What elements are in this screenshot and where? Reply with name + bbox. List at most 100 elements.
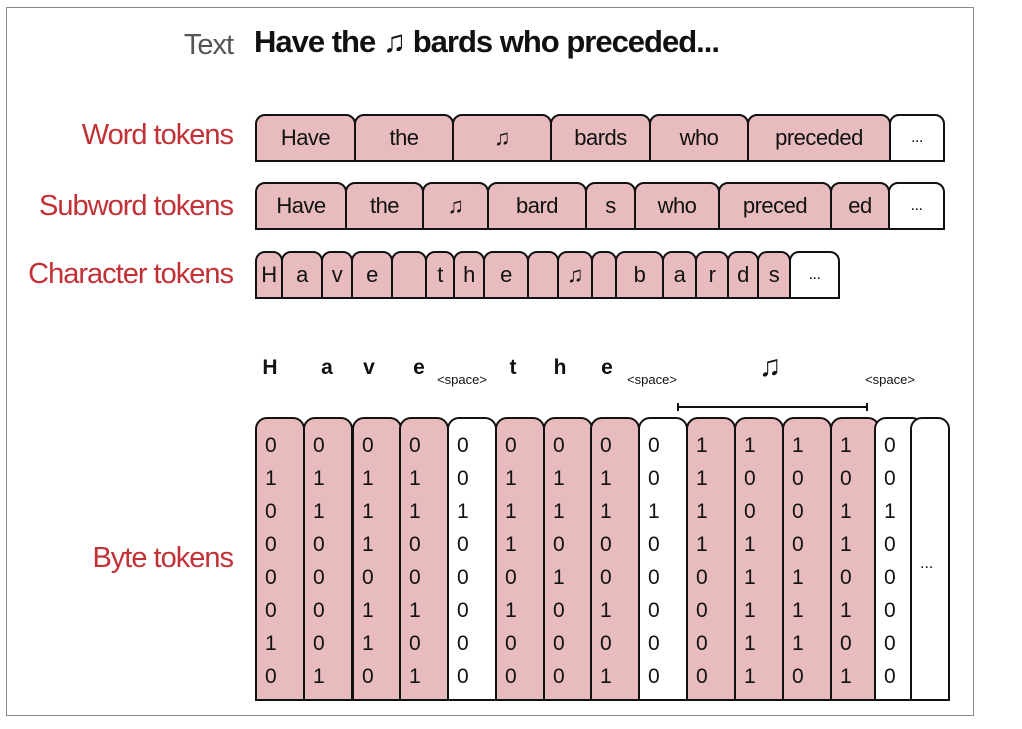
- character-token: e: [351, 251, 393, 299]
- byte-char-label: h: [553, 356, 567, 379]
- subword-token-text: ♫: [447, 193, 465, 218]
- character-token-text: a: [673, 262, 686, 287]
- word-token-text: preceded: [775, 125, 863, 150]
- byte-bits: 00100000: [648, 434, 660, 688]
- character-token: b: [615, 251, 664, 299]
- ellipsis-text: ...: [920, 555, 934, 572]
- byte-column: 01101000: [543, 417, 593, 701]
- byte-bits: 01101000: [553, 434, 565, 688]
- byte-bits: 00100000: [884, 434, 896, 688]
- character-token-text: e: [500, 262, 512, 287]
- subword-token: ♫: [422, 182, 489, 230]
- byte-bits: 10001110: [792, 434, 804, 688]
- byte-column: 01110110: [352, 417, 402, 701]
- character-token-text: b: [633, 262, 646, 287]
- character-token-text: a: [296, 262, 308, 287]
- byte-column: ...: [910, 417, 950, 701]
- word-token-text: Have: [280, 125, 331, 150]
- word-tokens-label: Word tokens: [81, 119, 234, 151]
- character-token-text: h: [463, 262, 475, 287]
- character-token: ...: [789, 251, 840, 299]
- byte-bits: 01100101: [600, 434, 612, 688]
- byte-column: 01100101: [399, 417, 449, 701]
- byte-bits: 01110100: [505, 434, 517, 688]
- byte-bits: 00100000: [457, 434, 469, 688]
- word-token-text: the: [389, 125, 419, 150]
- subword-token-text: who: [657, 193, 697, 218]
- byte-space-label: <space>: [865, 372, 915, 387]
- subword-token-text: preced: [742, 193, 808, 218]
- character-token: v: [321, 251, 353, 299]
- character-token: [527, 251, 559, 299]
- subword-token-text: the: [369, 193, 400, 218]
- byte-column: 01100101: [590, 417, 640, 701]
- byte-column: 11110000: [686, 417, 736, 701]
- subword-token: s: [585, 182, 636, 230]
- character-token-text: e: [366, 262, 378, 287]
- character-token: a: [662, 251, 697, 299]
- word-token: who: [649, 114, 749, 162]
- byte-column: 00100000: [638, 417, 688, 701]
- byte-bits: 10011111: [744, 434, 756, 688]
- byte-column: 01110100: [495, 417, 545, 701]
- word-token: ...: [889, 114, 945, 162]
- word-token: Have: [255, 114, 356, 162]
- byte-space-label: <space>: [437, 372, 487, 387]
- word-token: the: [354, 114, 454, 162]
- byte-tokens-label: Byte tokens: [92, 542, 234, 574]
- byte-column: 10011111: [734, 417, 784, 701]
- character-token: [391, 251, 427, 299]
- character-token-text: r: [708, 262, 716, 287]
- word-token-text: bards: [574, 125, 627, 150]
- source-sentence: Have the ♫ bards who preceded...: [254, 24, 720, 59]
- byte-column: 10110101: [830, 417, 880, 701]
- subword-tokens-label: Subword tokens: [39, 190, 234, 222]
- character-token-text: t: [437, 262, 443, 287]
- subword-token-text: Have: [276, 193, 326, 218]
- byte-bits: 01000010: [265, 434, 277, 688]
- subword-token: Have: [255, 182, 347, 230]
- character-tokens-label: Character tokens: [28, 258, 234, 290]
- byte-bits: 01100101: [409, 434, 421, 688]
- multibyte-bracket: [677, 403, 868, 411]
- subword-token: bard: [487, 182, 587, 230]
- byte-bits: 01110110: [362, 434, 374, 688]
- byte-bits: 11110000: [696, 434, 708, 688]
- byte-column: 01100001: [303, 417, 353, 701]
- byte-char-label: a: [321, 356, 333, 379]
- character-token: H: [255, 251, 283, 299]
- character-token-text: ♫: [567, 262, 584, 287]
- subword-token-text: bard: [515, 193, 559, 218]
- character-token-text: H: [261, 262, 277, 287]
- subword-token: who: [634, 182, 720, 230]
- byte-column: 00100000: [447, 417, 497, 701]
- character-token: s: [757, 251, 791, 299]
- character-token-text: ...: [808, 266, 821, 283]
- character-token: t: [425, 251, 455, 299]
- byte-char-label: H: [262, 356, 278, 379]
- byte-char-label: e: [601, 356, 613, 379]
- byte-column: 01000010: [255, 417, 305, 701]
- text-label: Text: [183, 29, 234, 61]
- subword-token: the: [345, 182, 424, 230]
- character-token: a: [281, 251, 323, 299]
- subword-token: ed: [830, 182, 890, 230]
- byte-char-label: t: [509, 356, 517, 379]
- character-token: d: [727, 251, 759, 299]
- character-token-text: v: [331, 262, 343, 287]
- character-token: [591, 251, 617, 299]
- music-note-icon: ♫: [758, 350, 782, 383]
- subword-token: ...: [888, 182, 945, 230]
- byte-char-label: e: [413, 356, 425, 379]
- subword-token-text: ...: [910, 197, 923, 214]
- character-token-text: s: [768, 262, 780, 287]
- byte-bits: 01100001: [313, 434, 325, 688]
- subword-token: preced: [718, 182, 832, 230]
- word-token-text: who: [679, 125, 719, 150]
- byte-char-label: v: [363, 356, 375, 379]
- word-token: preceded: [747, 114, 891, 162]
- word-token: ♫: [452, 114, 552, 162]
- byte-bits: 10110101: [840, 434, 852, 688]
- subword-token-text: s: [605, 193, 616, 218]
- character-token: r: [695, 251, 729, 299]
